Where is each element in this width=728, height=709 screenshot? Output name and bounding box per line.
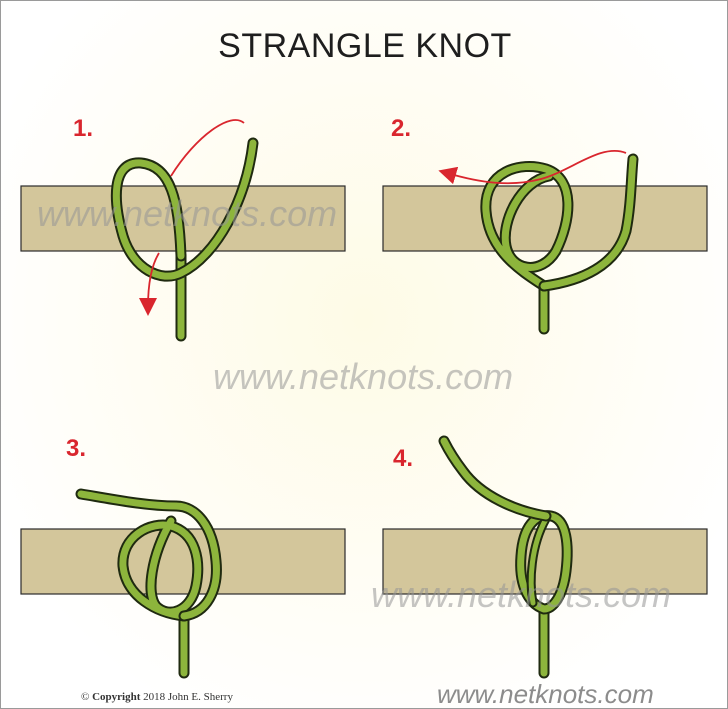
diagram-title: STRANGLE KNOT [218, 27, 512, 65]
rope-1 [110, 137, 259, 342]
step-number-4: 4. [393, 445, 414, 472]
rope-2 [480, 153, 639, 335]
step-number-1: 1. [73, 115, 94, 142]
rope-3 [75, 488, 222, 679]
panel-2 [382, 150, 708, 335]
arrow-1a [170, 119, 245, 177]
watermark-center: www.netknots.com [213, 356, 514, 397]
arrow-2 [438, 150, 627, 185]
arrow-1b [139, 252, 160, 316]
bar-2 [382, 185, 708, 252]
step-number-3: 3. [66, 435, 87, 462]
copyright-label: Copyright [92, 691, 141, 703]
panel-1 [20, 119, 346, 342]
bar-4 [382, 528, 708, 595]
step-number-2: 2. [391, 115, 412, 142]
watermark-panel-4: www.netknots.com [371, 574, 672, 615]
copyright-notice: © Copyright 2018 John E. Sherry [81, 691, 233, 703]
watermark-panel-1: www.netknots.com [37, 193, 338, 234]
panel-3 [20, 488, 346, 679]
bar-3 [20, 528, 346, 595]
copyright-year: 2018 [143, 691, 166, 703]
rope-4 [438, 435, 573, 679]
panel-4 [382, 435, 708, 679]
copyright-author: John E. Sherry [167, 691, 233, 703]
watermark-footer: www.netknots.com [437, 679, 654, 709]
copyright-symbol: © [81, 691, 90, 703]
